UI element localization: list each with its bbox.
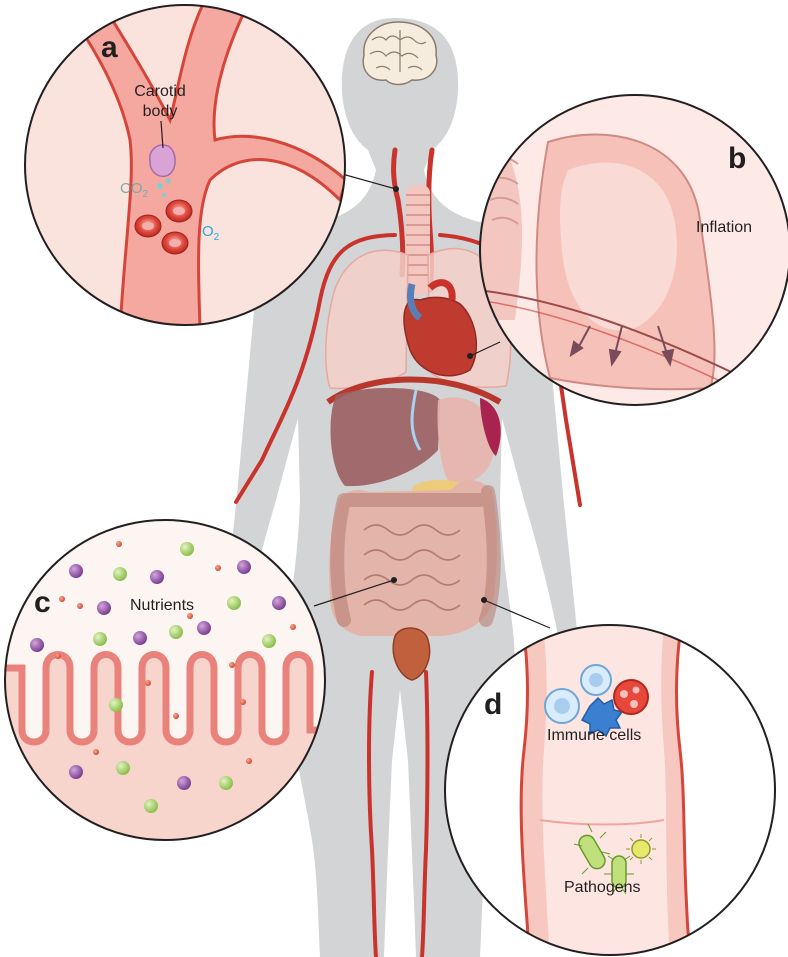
o2-subscript: 2 <box>214 232 220 243</box>
carotid-body <box>150 145 175 176</box>
pathogens-label: Pathogens <box>564 879 641 896</box>
immune-cells-label: Immune cells <box>547 727 641 744</box>
o2-label: O <box>202 223 214 240</box>
inflation-label: Inflation <box>696 219 752 236</box>
carotid-body-label-line1: Carotid <box>134 83 186 100</box>
trachea <box>406 185 430 295</box>
panel-d-letter: d <box>484 688 502 721</box>
panel-c: c Nutrients <box>0 520 340 840</box>
co2-subscript: 2 <box>143 189 149 200</box>
intestines <box>329 480 496 636</box>
nutrients-label: Nutrients <box>130 597 194 614</box>
immune-cell-icon <box>581 665 611 695</box>
panel-a-letter: a <box>101 31 118 64</box>
panel-c-letter: c <box>34 586 51 619</box>
panel-b-letter: b <box>728 142 746 175</box>
red-blood-cell-icon <box>135 215 161 237</box>
red-blood-cell-icon <box>162 232 188 254</box>
brain-icon <box>363 22 437 85</box>
immune-cell-icon <box>614 680 648 714</box>
immune-cell-icon <box>545 689 579 723</box>
co2-label: CO <box>120 180 143 197</box>
carotid-body-label-line2: body <box>143 103 178 120</box>
red-blood-cell-icon <box>166 200 192 222</box>
